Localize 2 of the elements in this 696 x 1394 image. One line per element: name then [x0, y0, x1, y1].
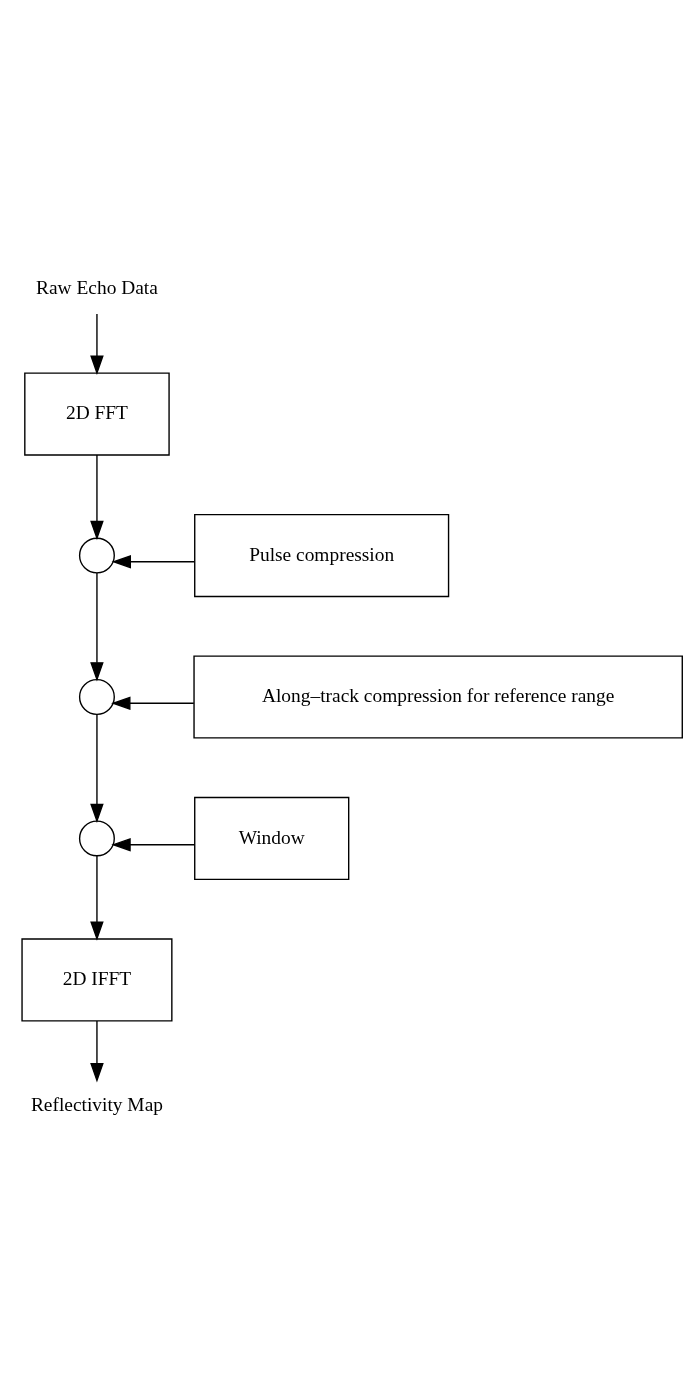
- node-text: Reflectivity Map: [30, 1093, 163, 1115]
- node-text: Raw Echo Data: [36, 276, 158, 298]
